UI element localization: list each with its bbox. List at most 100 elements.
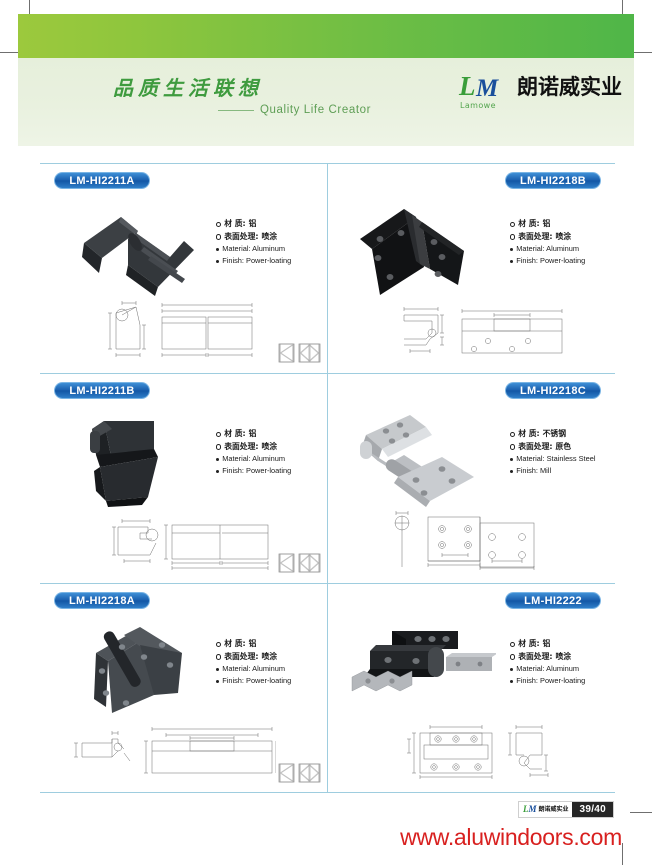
spec-finish-en-text: Finish: Power-loating [222,466,292,476]
website-url[interactable]: www.aluwindoors.com [400,824,622,850]
spec-material-cn: 材 质: 铝 [510,218,630,231]
spec-finish-cn: 表面处理: 喷涂 [216,651,336,664]
spec-finish-cn-label: 表面处理: [518,231,553,241]
spec-material-en: Material: Aluminum [510,663,630,675]
spec-finish-cn-value: 喷涂 [555,231,572,241]
bullet-icon [216,469,220,473]
spec-finish-cn: 表面处理: 原色 [510,441,630,454]
bullet-icon [510,641,516,647]
bullet-icon [510,444,516,450]
bullet-icon [216,444,222,450]
window-type-icons [278,343,320,363]
product-cell[interactable]: LM-HI2222 [278,583,615,793]
bullet-icon [510,431,516,437]
product-specs: 材 质: 铝 表面处理: 喷涂 Material: Aluminum Finis… [216,218,336,267]
spec-finish-cn: 表面处理: 喷涂 [510,231,630,244]
spec-finish-en-text: Finish: Power-loating [222,256,292,266]
bullet-icon [510,259,514,263]
slogan-rule [218,109,254,111]
bullet-icon [216,679,220,683]
header-green-bar [18,14,634,58]
spec-material-cn-label: 材 质: [518,219,540,228]
spec-finish-cn-label: 表面处理: [518,441,553,451]
spec-finish-cn-label: 表面处理: [518,651,553,661]
logo-subtext: Lamowe [460,101,496,110]
product-cell[interactable]: LM-HI2218A [40,583,327,793]
spec-material-cn-value: 铝 [248,219,257,228]
spec-finish-en: Finish: Power-loating [216,255,336,267]
product-model-badge: LM-HI2218B [505,172,601,189]
product-model-badge: LM-HI2211B [54,382,150,399]
spec-material-en: Material: Aluminum [216,663,336,675]
slogan-english-row: Quality Life Creator [218,104,371,116]
spec-finish-cn-label: 表面处理: [224,231,259,241]
footer-logo: L M 朗诺威实业 [518,802,573,817]
company-name-chinese: 朗诺威实业 [517,75,622,99]
bullet-icon [510,679,514,683]
technical-drawing [400,719,570,781]
technical-drawing [66,719,276,781]
spec-finish-en: Finish: Power-loating [510,675,630,687]
logo-letter-m: M [476,75,499,102]
crop-mark-right-top [630,52,652,53]
product-model-badge: LM-HI2218A [54,592,150,609]
product-photo [346,405,496,517]
spec-material-cn: 材 质: 铝 [216,428,336,441]
spec-material-en-text: Material: Aluminum [222,454,286,464]
product-photo [66,615,216,727]
product-cell[interactable]: LM-HI2211A 材 质: 铝 [40,163,327,373]
technical-drawing [106,299,266,361]
technical-drawing [396,299,571,361]
spec-finish-en-text: Finish: Power-loating [222,676,292,686]
spec-material-en-text: Material: Aluminum [516,664,580,674]
spec-finish-cn-value: 原色 [555,441,572,451]
spec-material-en-text: Material: Aluminum [222,244,286,254]
spec-material-cn-label: 材 质: [518,429,540,438]
bullet-icon [216,667,220,671]
product-photo [66,405,216,517]
logo-letter-l: L [459,71,476,101]
bullet-icon [216,259,220,263]
bullet-icon [510,221,516,227]
grid-divider-column [327,163,328,793]
spec-material-cn-label: 材 质: [224,639,246,648]
spec-material-cn-value: 铝 [542,219,551,228]
product-cell[interactable]: LM-HI2211B 材 质: 铝 [40,373,327,583]
spec-finish-cn-value: 喷涂 [261,441,278,451]
spec-material-cn: 材 质: 铝 [510,638,630,651]
spec-finish-cn: 表面处理: 喷涂 [216,231,336,244]
spec-finish-cn-value: 喷涂 [555,651,572,661]
crop-mark-left-top [0,52,22,53]
bullet-icon [510,234,516,240]
product-cell[interactable]: LM-HI2218B [278,163,615,373]
bullet-icon [216,641,222,647]
spec-finish-cn-label: 表面处理: [224,651,259,661]
product-cell[interactable]: LM-HI2218C [278,373,615,583]
spec-material-cn: 材 质: 铝 [216,638,336,651]
page-header: 品质生活联想 Quality Life Creator L M Lamowe 朗… [18,14,634,146]
product-photo [346,195,496,307]
logo-mark: L M Lamowe [457,71,511,114]
footer-logo-company: 朗诺威实业 [538,805,569,813]
spec-finish-en-text: Finish: Power-loating [516,256,586,266]
spec-finish-en-text: Finish: Mill [516,466,552,476]
spec-material-en-text: Material: Aluminum [516,244,580,254]
product-model-badge: LM-HI2211A [54,172,150,189]
bullet-icon [510,247,514,251]
window-type-icons [278,763,320,783]
product-specs: 材 质: 铝 表面处理: 喷涂 Material: Aluminum Finis… [216,428,336,477]
bullet-icon [510,667,514,671]
spec-material-cn-label: 材 质: [518,639,540,648]
product-model-badge: LM-HI2222 [505,592,601,609]
spec-material-cn-value: 铝 [248,429,257,438]
product-grid: LM-HI2211A 材 质: 铝 [40,163,615,793]
slogan-chinese: 品质生活联想 [113,76,263,100]
crop-mark-bottom-right [622,843,623,865]
spec-material-en-text: Material: Aluminum [222,664,286,674]
spec-finish-en: Finish: Power-loating [216,675,336,687]
spec-material-cn-value: 铝 [542,639,551,648]
window-type-icons [278,553,320,573]
technical-drawing [388,509,568,571]
bullet-icon [510,469,514,473]
header-panel: 品质生活联想 Quality Life Creator L M Lamowe 朗… [18,58,634,146]
